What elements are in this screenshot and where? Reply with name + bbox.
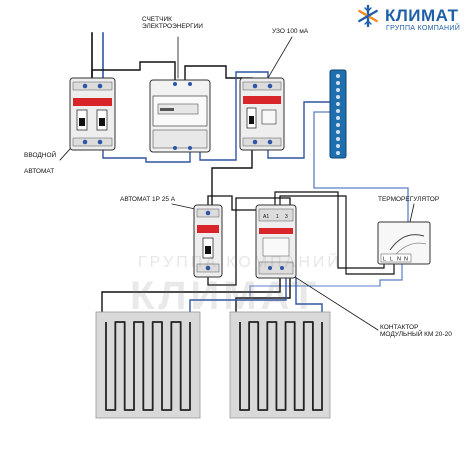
contactor: A1 1 3 — [255, 204, 297, 279]
logo-name: КЛИМАТ — [385, 6, 459, 25]
thermostat-terminal-n1: N — [397, 257, 401, 263]
contactor-terminal-a1: A1 — [263, 214, 269, 220]
wire-meter-to-rcd-l — [184, 65, 253, 81]
bus-bar-screw — [336, 137, 340, 141]
bus-bar-screw — [336, 116, 340, 120]
wire-thermostat-sensor — [379, 263, 403, 287]
wire-breaker-to-contactor — [207, 195, 271, 211]
bus-bar — [329, 69, 347, 159]
thermostat-terminal-n2: N — [404, 257, 408, 263]
leader-thermostat — [409, 203, 415, 223]
heating-mat-left — [95, 311, 201, 419]
label-input-breaker-2: АВТОМАТ — [24, 168, 55, 175]
logo-subtitle: ГРУППА КОМПАНИЙ — [386, 25, 461, 32]
bus-bar-screw — [336, 123, 340, 127]
bus-bar-screw — [336, 81, 340, 85]
wire-bus-to-thermostat-n — [313, 111, 409, 223]
thermostat: L L N N — [377, 221, 431, 265]
label-breaker-1p: АВТОМАТ 1Р 25 А — [120, 196, 176, 203]
wire-breaker-to-meter-n — [102, 149, 191, 163]
rcd-device — [239, 77, 285, 151]
wire-meter-to-rcd-n — [199, 71, 269, 161]
label-input-breaker-1: ВВОДНОЙ — [24, 152, 57, 159]
wire-contactor-to-mat-right-n — [295, 277, 323, 313]
electric-meter — [149, 79, 211, 153]
wire-contactor-to-mat-right — [235, 277, 291, 313]
label-meter: СЧЕТЧИК ЭЛЕКТРОЭНЕРГИИ — [142, 16, 203, 31]
watermark-subtitle: ГРУППА КОМПАНИЙ — [138, 254, 342, 271]
bus-bar-screw — [336, 144, 340, 148]
bus-bar-screw — [336, 109, 340, 113]
thermostat-terminal-l1: L — [383, 257, 386, 263]
wire-breaker-out — [207, 197, 291, 286]
contactor-terminal-1: 1 — [276, 214, 279, 220]
label-contactor: КОНТАКТОР МОДУЛЬНЫЙ КМ 20-20 — [380, 324, 452, 339]
watermark-name: КЛИМАТ — [130, 274, 320, 318]
input-breaker — [69, 77, 116, 151]
leader-contactor — [283, 269, 379, 331]
bus-bar-screw — [336, 74, 340, 78]
wire-rcd-to-bus — [267, 101, 333, 159]
bus-bar-screw — [336, 88, 340, 92]
wire-rcd-to-breaker — [211, 149, 253, 206]
wire-contactor-to-thermostat-2 — [279, 195, 395, 275]
snowflake-icon — [358, 4, 378, 28]
label-rcd: УЗО 100 мА — [272, 28, 309, 35]
wire-contactor-to-mat-left-n — [189, 277, 287, 313]
bus-bar-screw — [336, 95, 340, 99]
bus-bar-screw — [336, 102, 340, 106]
wire-breaker-to-meter-l — [91, 61, 176, 81]
leader-rcd — [267, 36, 293, 79]
heating-mat-right — [229, 311, 331, 419]
label-thermostat: ТЕРМОРЕГУЛЯТОР — [378, 196, 440, 203]
breaker-1p — [193, 204, 223, 278]
contactor-terminal-3: 3 — [285, 214, 288, 220]
bus-bar-screw — [336, 151, 340, 155]
wire-contactor-to-mat-left — [101, 277, 281, 313]
thermostat-terminal-l2: L — [390, 257, 393, 263]
wire-contactor-to-thermostat-1 — [274, 191, 385, 269]
bus-bar-screw — [336, 130, 340, 134]
